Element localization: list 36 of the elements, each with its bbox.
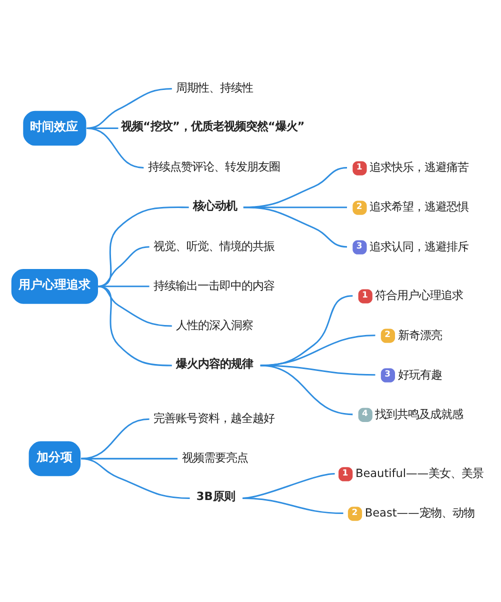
node-label: 好玩有趣 (398, 368, 442, 382)
node-box: 加分项 (28, 441, 81, 476)
connector (81, 458, 190, 499)
connector (97, 286, 172, 366)
node-text: 视觉、听觉、情境的共振 (154, 240, 275, 253)
connector (98, 286, 150, 288)
node-text: 持续输出一击即中的内容 (154, 279, 275, 292)
node-label: 追求希望，逃避恐惧 (370, 200, 469, 214)
connector (242, 497, 344, 514)
node-label: 找到共鸣及成就感 (375, 408, 464, 421)
node-text: 爆火内容的规律 (176, 357, 254, 370)
node-label: Beast——宠物、动物 (364, 506, 474, 520)
connector (243, 206, 348, 248)
node-text: 核心动机 (193, 199, 238, 212)
connector (97, 286, 172, 327)
node-text: 视频“挖坟”，优质老视频突然“爆火” (121, 120, 305, 134)
node-box: 时间效应 (23, 110, 86, 146)
node-label: 新奇漂亮 (398, 328, 442, 342)
node-text: 完善账号资料，越全越好 (154, 412, 275, 426)
node-text: 人性的深入洞察 (176, 318, 254, 332)
node-text: 持续点赞评论、转发朋友圈 (148, 160, 280, 174)
connector (97, 246, 150, 288)
connector (97, 206, 189, 288)
node-text: 视频需要亮点 (182, 452, 248, 465)
node-label: 追求快乐，逃避痛苦 (370, 161, 469, 174)
node-box: 用户心理追求 (11, 269, 98, 304)
node-label: Beautiful——美女、美景 (355, 467, 484, 480)
connector (80, 418, 150, 460)
connector (260, 364, 353, 416)
node-label: 追求认同，逃避排斥 (370, 240, 469, 254)
node-text: 周期性、持续性 (176, 82, 254, 95)
node-text: 3B原则 (196, 490, 235, 504)
connector (260, 334, 376, 366)
connector (260, 364, 376, 376)
connector (86, 128, 144, 169)
node-label: 符合用户心理追求 (375, 289, 464, 302)
